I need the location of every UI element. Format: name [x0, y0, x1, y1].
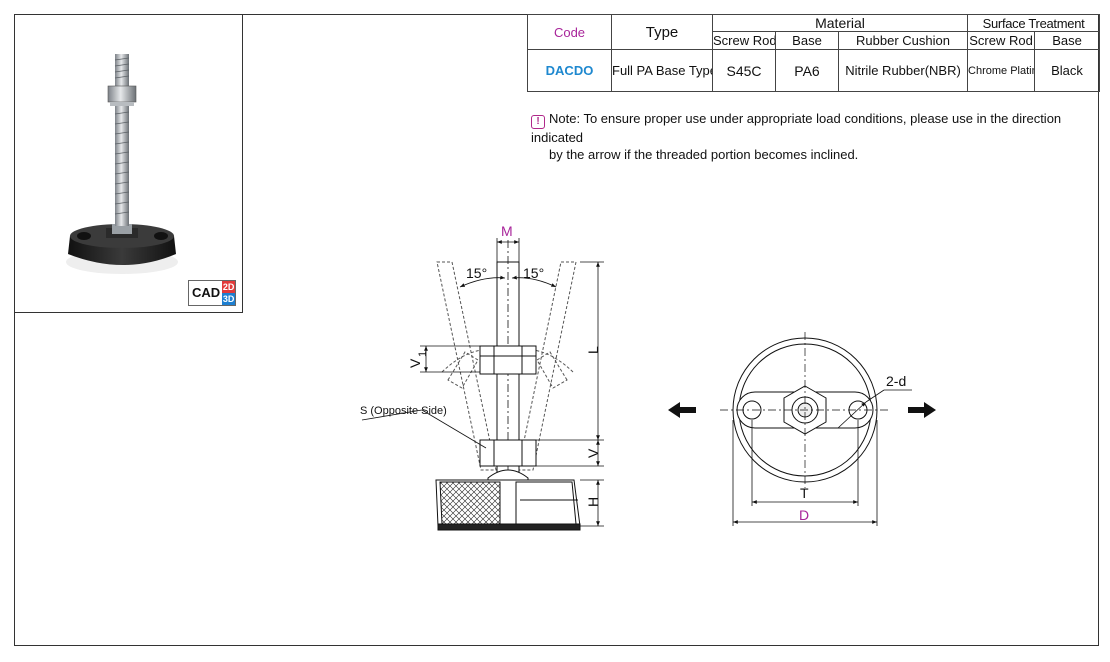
type-value: Full PA Base Type	[611, 49, 713, 92]
side-view	[361, 238, 604, 531]
angle-right-label: 15°	[523, 265, 544, 281]
rubber-cushion-value: Nitrile Rubber(NBR)	[837, 49, 969, 92]
cad-2d-button[interactable]: 2D	[222, 281, 235, 293]
left-direction-arrow-icon	[668, 402, 696, 418]
exclamation-icon: !	[531, 115, 545, 129]
dim-v-label: V	[585, 448, 601, 458]
surface-screw-rod-value: Chrome Plating	[967, 49, 1036, 92]
dim-m-label: M	[501, 223, 513, 239]
cad-label: CAD	[192, 285, 221, 300]
material-header: Material	[711, 14, 969, 32]
product-photo	[66, 54, 178, 274]
product-photo-box	[14, 14, 243, 313]
s-opposite-side-label: S (Opposite Side)	[360, 405, 447, 417]
cad-3d-button[interactable]: 3D	[222, 293, 235, 305]
dim-v1-subscript: 1	[417, 351, 429, 357]
usage-note: !Note: To ensure proper use under approp…	[531, 110, 1081, 163]
type-header: Type	[611, 14, 713, 50]
cad-badge[interactable]: CAD 2D 3D	[188, 280, 236, 306]
spec-table: Code Type Material Surface Treatment Scr…	[527, 14, 1101, 92]
dim-h-label: H	[585, 497, 601, 507]
material-base-value: PA6	[775, 49, 839, 92]
top-view	[720, 332, 912, 526]
dim-2d-label: 2-d	[886, 373, 906, 389]
subheader-surface-screw-rod: Screw Rod	[967, 31, 1036, 50]
dim-l-label: L	[585, 346, 601, 354]
dim-d-label: D	[799, 507, 809, 523]
note-line-2: by the arrow if the threaded portion bec…	[549, 147, 859, 162]
angle-left-label: 15°	[466, 265, 487, 281]
code-header: Code	[527, 14, 612, 50]
material-screw-rod-value: S45C	[712, 49, 776, 92]
note-line-1: Note: To ensure proper use under appropr…	[531, 111, 1062, 145]
surface-base-value: Black	[1034, 49, 1101, 92]
right-direction-arrow-icon	[908, 402, 936, 418]
subheader-base: Base	[775, 31, 839, 50]
dim-t-label: T	[800, 485, 809, 501]
cad-dimension-stack: 2D 3D	[222, 281, 235, 305]
dim-v1-label: V	[407, 358, 423, 368]
